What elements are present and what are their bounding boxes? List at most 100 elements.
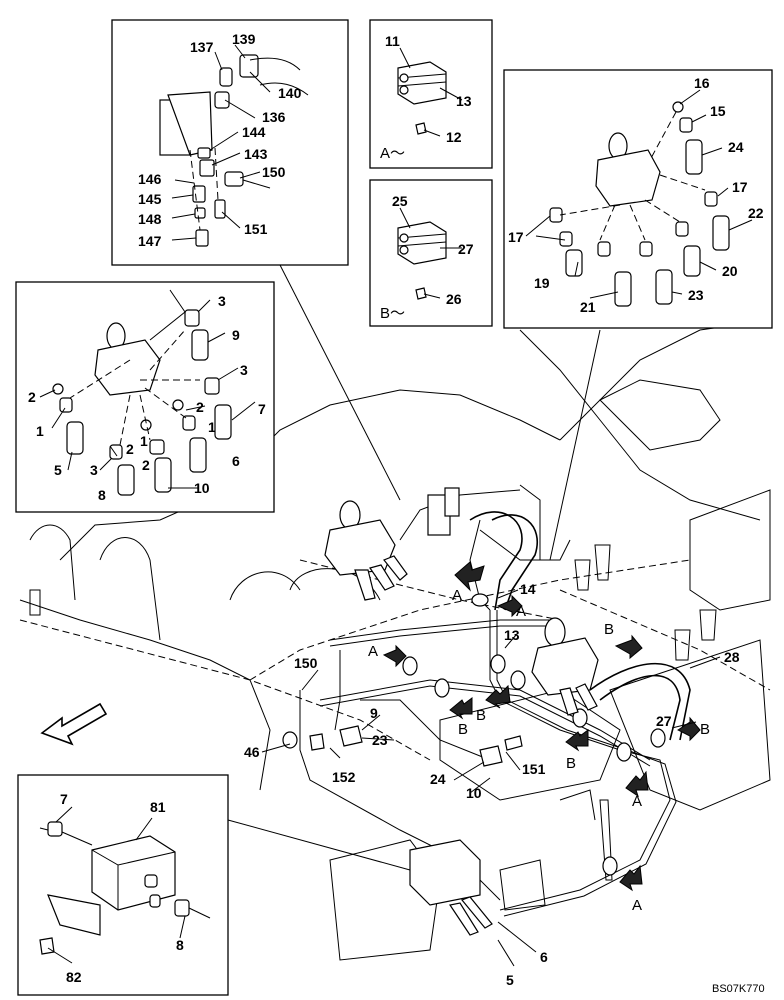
callouts-main: 14 13 28 150 9 27 46 23 152 24 151 10 6 … <box>244 581 740 988</box>
callout-label: 82 <box>66 969 82 985</box>
inset-left <box>15 281 275 513</box>
direction-arrow-icon <box>40 702 108 746</box>
arrow-b-icon <box>485 684 511 709</box>
callouts-left: 2 2 1 5 3 3 9 3 2 7 1 6 2 1 8 10 <box>28 293 266 503</box>
callout-label: 27 <box>458 241 474 257</box>
callout-label: 143 <box>244 146 268 162</box>
callout-label: 9 <box>370 705 378 721</box>
callout-label: 2 <box>142 457 150 473</box>
callout-label: 9 <box>232 327 240 343</box>
arrow-letters: A A A B B B B B A A <box>368 587 710 914</box>
callout-label: 13 <box>456 93 472 109</box>
callouts-a-view: 11 13 12 A～ <box>380 33 472 162</box>
callout-label: 20 <box>722 263 738 279</box>
arrow-a-icon <box>496 594 523 618</box>
callout-label: 8 <box>98 487 106 503</box>
arrow-letter: A <box>632 897 642 914</box>
callouts-bottom: 7 81 8 82 <box>60 791 184 985</box>
arrow-b-icon <box>614 634 643 660</box>
callout-label: 146 <box>138 171 162 187</box>
callouts-right: 16 15 24 17 22 17 19 20 21 23 <box>508 75 764 315</box>
pilot-valve-right <box>531 617 599 716</box>
callout-label: 1 <box>140 433 148 449</box>
callout-label: 10 <box>466 785 482 801</box>
callout-label: 150 <box>294 655 318 671</box>
callout-label: 152 <box>332 769 356 785</box>
view-caption-b: B～ <box>380 305 405 322</box>
callout-label: 2 <box>28 389 36 405</box>
arrow-b-icon <box>677 716 701 742</box>
callout-label: 12 <box>446 129 462 145</box>
flow-arrows <box>382 561 701 892</box>
arrow-letter: A <box>632 793 642 810</box>
callout-label: 7 <box>258 401 266 417</box>
arrow-b-icon <box>565 729 589 752</box>
callout-label: 17 <box>732 179 748 195</box>
callout-label: 13 <box>504 627 520 643</box>
callout-label: 27 <box>656 713 672 729</box>
callout-label: 11 <box>385 33 400 49</box>
arrow-letter: B <box>476 707 486 724</box>
callout-label: 21 <box>580 299 596 315</box>
callout-label: 139 <box>232 31 256 47</box>
callouts-top: 137 139 140 136 144 143 146 150 145 148 … <box>138 31 302 249</box>
callout-label: 81 <box>150 799 166 815</box>
callout-label: 26 <box>446 291 462 307</box>
callout-label: 151 <box>244 221 268 237</box>
callout-label: 2 <box>126 441 134 457</box>
inset-right <box>503 69 773 561</box>
callout-label: 8 <box>176 937 184 953</box>
solenoid-block <box>427 487 460 536</box>
pilot-valve-left <box>324 500 408 601</box>
callout-label: 2 <box>196 399 204 415</box>
arrow-letter: B <box>458 721 468 738</box>
arrow-letter: A <box>368 643 378 660</box>
view-caption-a: A～ <box>380 145 405 162</box>
callout-label: 5 <box>506 972 514 988</box>
callout-label: 25 <box>392 193 408 209</box>
arrow-letter: B <box>604 621 614 638</box>
callout-label: 136 <box>262 109 286 125</box>
tee-fittings <box>309 725 523 767</box>
callout-label: 19 <box>534 275 550 291</box>
inset-b-view <box>369 179 493 327</box>
callout-label: 23 <box>688 287 704 303</box>
fitting-group-left <box>52 309 232 496</box>
callout-label: 28 <box>724 649 740 665</box>
selector-valve <box>409 839 493 936</box>
callout-label: 6 <box>232 453 240 469</box>
callout-label: 1 <box>208 419 216 435</box>
arrow-letter: B <box>700 721 710 738</box>
arrow-letter: B <box>566 755 576 772</box>
callout-label: 1 <box>36 423 44 439</box>
figure-code: BS07K770 <box>712 983 765 995</box>
callout-label: 46 <box>244 744 260 760</box>
callout-label: 151 <box>522 761 546 777</box>
callouts-b-view: 25 27 26 B～ <box>380 193 474 322</box>
callout-label: 23 <box>372 732 388 748</box>
callout-label: 16 <box>694 75 710 91</box>
inset-top <box>111 19 401 501</box>
hose-routing <box>282 484 691 917</box>
callout-label: 144 <box>242 124 266 140</box>
arrow-letter: A <box>452 587 462 604</box>
callout-label: 3 <box>240 362 248 378</box>
callout-label: 145 <box>138 191 162 207</box>
callout-label: 15 <box>710 103 726 119</box>
arrow-a-icon <box>454 561 485 592</box>
callout-label: 24 <box>430 771 446 787</box>
callout-label: 6 <box>540 949 548 965</box>
callout-label: 7 <box>60 791 68 807</box>
arrow-b-icon <box>449 697 473 720</box>
callout-label: 10 <box>194 480 210 496</box>
callout-label: 3 <box>218 293 226 309</box>
leader-lines <box>39 44 753 967</box>
arrow-a-icon <box>619 864 643 892</box>
arrow-letter: A <box>516 603 526 620</box>
callout-label: 24 <box>728 139 744 155</box>
arrow-a-icon <box>625 770 649 798</box>
callout-label: 140 <box>278 85 302 101</box>
inset-a-view <box>369 19 493 169</box>
callout-label: 150 <box>262 164 286 180</box>
